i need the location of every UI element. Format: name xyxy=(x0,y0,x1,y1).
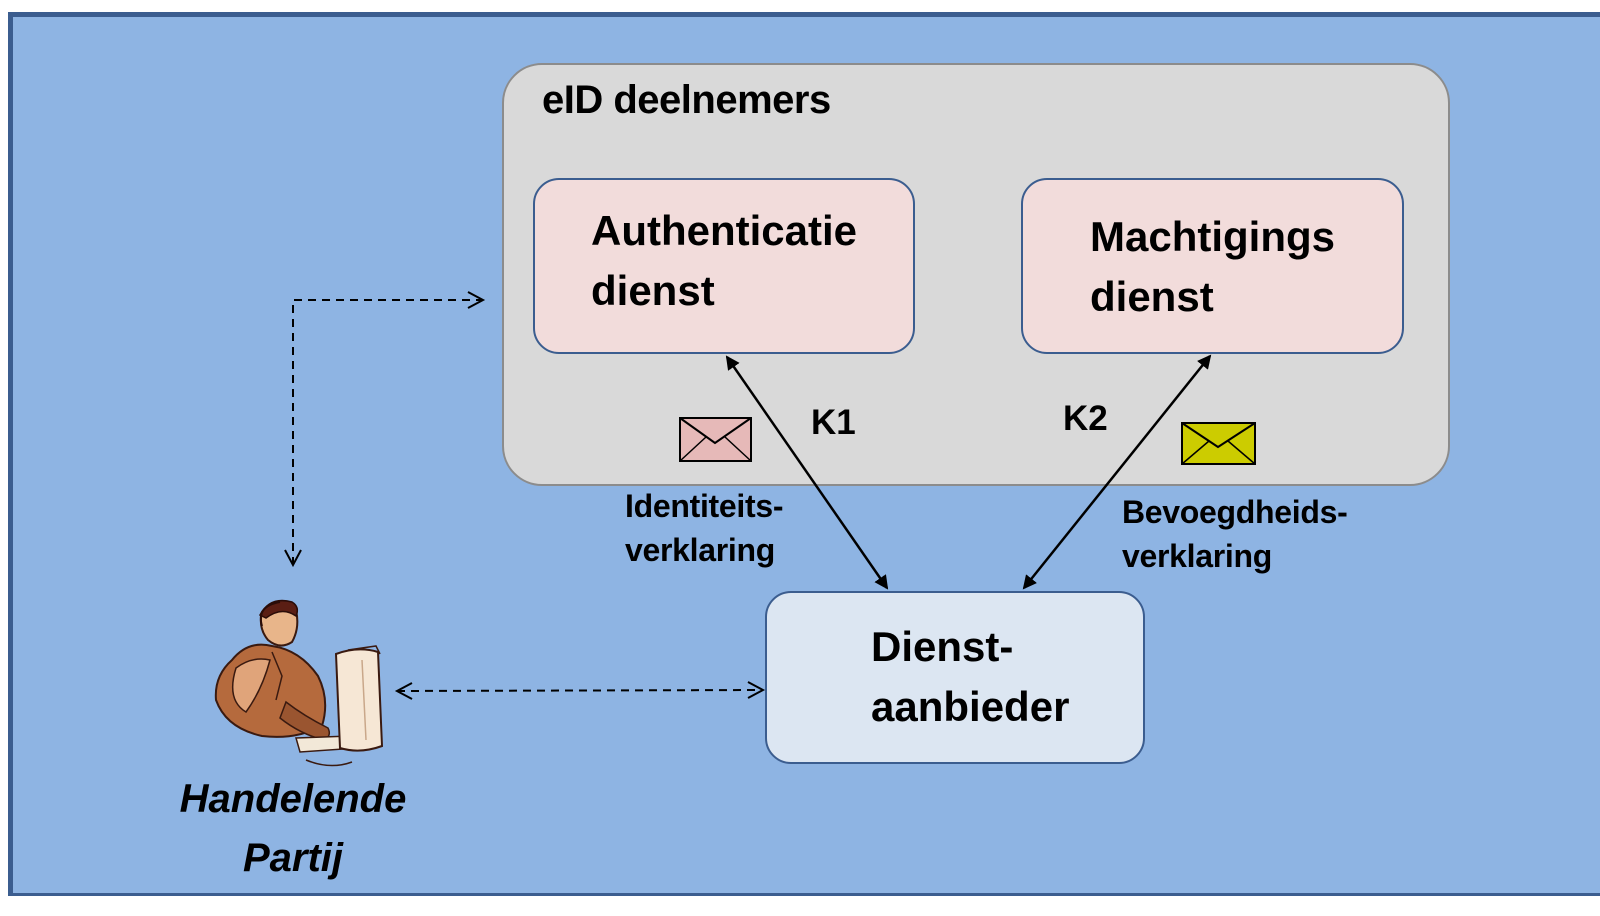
identity-envelope-icon xyxy=(679,417,752,462)
authorization-service-node xyxy=(1021,178,1404,354)
authentication-service-node xyxy=(533,178,915,354)
service-provider-node xyxy=(765,591,1145,764)
authentication-service-label-line2: dienst xyxy=(591,267,715,314)
service-provider-label-line1: Dienst- xyxy=(871,623,1014,670)
authority-envelope-icon xyxy=(1181,422,1256,465)
actor-to-eid-connector xyxy=(284,291,486,568)
group-title: eID deelnemers xyxy=(542,78,831,122)
authorization-service-label-line2: dienst xyxy=(1090,273,1214,320)
person-at-computer-icon xyxy=(214,599,384,767)
actor-to-provider-connector xyxy=(394,681,766,700)
k2-connector xyxy=(1022,354,1212,590)
actor-label-line2: Partij xyxy=(242,836,344,880)
service-provider-label-line2: aanbieder xyxy=(871,683,1070,730)
k1-connector xyxy=(725,355,889,590)
authentication-service-label-line1: Authenticatie xyxy=(591,207,858,254)
actor-label-line1: Handelende xyxy=(179,777,407,821)
authorization-service-label-line1: Machtigings xyxy=(1090,213,1336,260)
